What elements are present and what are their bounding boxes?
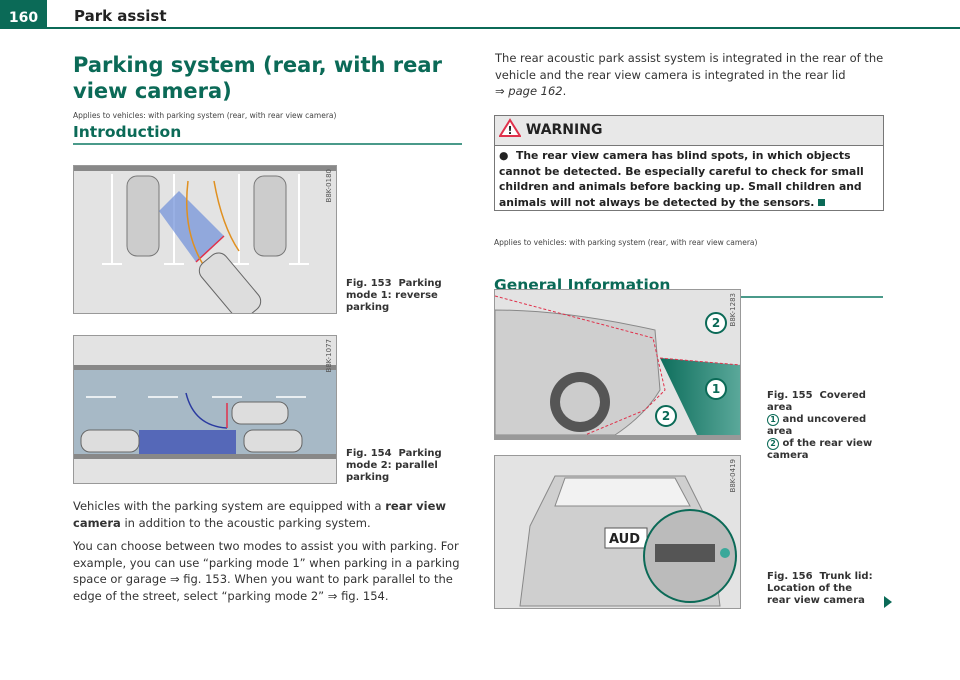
figure-label: Fig. 156 [767,571,813,582]
end-marker-icon [818,198,826,206]
heading-rule [73,143,462,145]
caption-text: Trunk lid: Location of the rear view cam… [767,571,873,606]
marker-1-icon: 1 [767,414,779,426]
applies-note: Applies to vehicles: with parking system… [494,238,758,247]
header-rule [0,27,960,29]
text: Vehicles with the parking system are equ… [73,499,386,513]
warning-triangle-icon: ! [498,118,522,137]
figure-153: B8K-0180 [73,165,337,314]
page-number: 160 [0,0,47,27]
warning-box: ! WARNING ● The rear view camera has bli… [494,115,884,211]
warning-header: ! WARNING [495,116,883,146]
figure-code: B8K-0419 [729,459,737,493]
figure-code: B8K-1077 [325,339,333,373]
figure-label: Fig. 154 [346,448,392,459]
figure-label: Fig. 155 [767,390,813,401]
text: in addition to the acoustic parking syst… [120,515,371,530]
continue-arrow-icon [884,596,892,608]
svg-text:!: ! [507,124,512,137]
warning-text: ● The rear view camera has blind spots, … [499,149,864,209]
marker-2: 2 [712,316,720,330]
marker-2: 2 [662,409,670,423]
marker-1: 1 [712,382,720,396]
page-title: Parking system (rear, with rear view cam… [73,53,442,103]
section-heading-introduction: Introduction [73,123,182,141]
figure-154: B8K-1077 [73,335,337,484]
camera-coverage-illustration: 2 1 2 [495,295,740,439]
caption-text: Parking mode 1: reverse parking [346,278,442,313]
figure-code: B8K-0180 [325,169,333,203]
figure-156: AUD B8K-0419 [494,455,741,609]
figure-156-caption: Fig. 156 Trunk lid: Location of the rear… [767,571,877,607]
figure-155: 2 1 2 B8K-1283 [494,289,741,440]
text: The rear view camera has blind spots, in… [499,149,864,209]
caption-text: Covered area [767,390,866,413]
marker-2-icon: 2 [767,438,779,450]
intro-paragraph: Vehicles with the parking system are equ… [73,498,468,531]
bold-term: rear view camera [73,499,447,530]
warning-title: WARNING [525,122,603,138]
figure-154-caption: Fig. 154 Parking mode 2: parallel parkin… [346,448,446,484]
license-plate-text: AUD [609,532,640,547]
caption-text: and uncovered area [767,414,867,437]
text: The rear acoustic park assist system is … [495,51,884,82]
modes-paragraph: You can choose between two modes to assi… [73,539,460,603]
rear-system-paragraph: The rear acoustic park assist system is … [495,51,884,98]
figure-label: Fig. 153 [346,278,392,289]
parallel-parking-illustration [74,365,336,459]
running-header: Park assist [74,7,167,25]
applies-note: Applies to vehicles: with parking system… [73,111,337,120]
figure-code: B8K-1283 [729,293,737,327]
page-reference-link[interactable]: ⇒ page 162 [495,84,563,98]
caption-text: Parking mode 2: parallel parking [346,448,442,483]
figure-153-caption: Fig. 153 Parking mode 1: reverse parking [346,278,446,314]
caption-text: of the rear view camera [767,438,873,461]
reverse-parking-illustration [74,166,336,313]
trunk-lid-illustration: AUD [519,475,737,607]
